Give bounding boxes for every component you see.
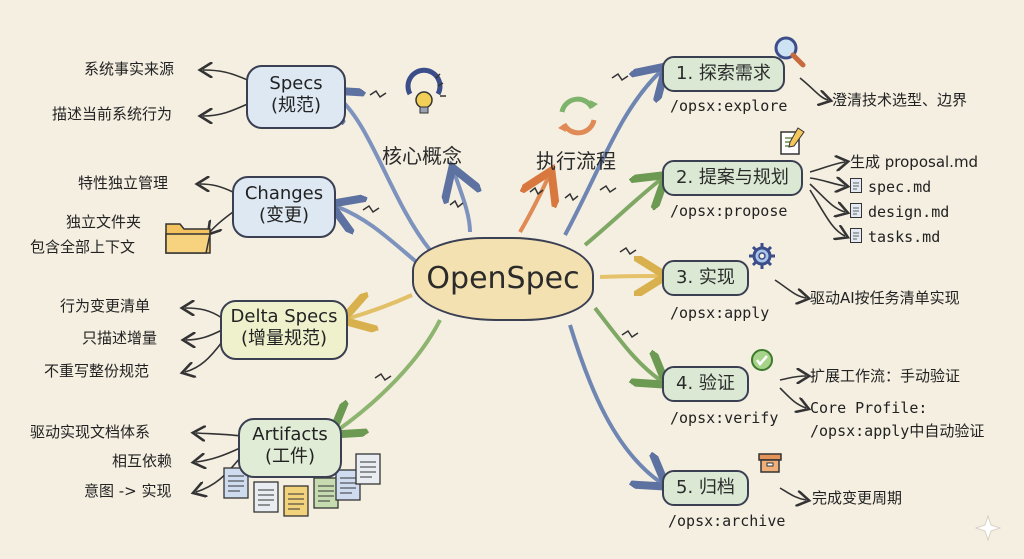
step-3-command: /opsx:apply (670, 304, 770, 322)
step-2-command: /opsx:propose (670, 202, 788, 220)
node-changes-subtitle: (变更) (258, 204, 310, 226)
changes-item-1: 特性独立管理 (78, 174, 169, 192)
step-5-command: /opsx:archive (668, 512, 786, 530)
node-specs-title: Specs (269, 73, 323, 94)
delta-item-1: 行为变更清单 (60, 297, 151, 315)
notepad-icon (780, 127, 805, 155)
step-4-command: /opsx:verify (670, 409, 779, 427)
link-center-step1 (563, 72, 660, 236)
lightbulb-icon (405, 67, 446, 114)
gear-icon (749, 243, 775, 269)
step-5-note-1: 完成变更周期 (812, 489, 903, 507)
changes-item-2: 独立文件夹 (66, 213, 142, 231)
delta-item-3: 不重写整份规范 (44, 362, 150, 380)
node-delta-specs: Delta Specs (增量规范) (220, 300, 348, 360)
delta-item-2: 只描述增量 (82, 329, 158, 347)
magnifier-icon (774, 36, 806, 68)
document-stack-icon (223, 453, 381, 517)
squiggle-decorations (362, 72, 639, 382)
link-center-step4 (593, 306, 660, 380)
file-icon (850, 228, 862, 247)
file-icon (850, 203, 862, 222)
step-3-apply: 3. 实现 (662, 260, 749, 296)
step-4-verify: 4. 验证 (662, 366, 749, 402)
node-changes: Changes (变更) (232, 176, 336, 238)
refresh-icon (558, 96, 598, 136)
step-1-command: /opsx:explore (670, 97, 788, 115)
node-artifacts-subtitle: (工件) (264, 445, 316, 467)
execution-flow-title: 执行流程 (536, 149, 616, 173)
step-5-archive: 5. 归档 (662, 470, 749, 506)
node-artifacts-title: Artifacts (252, 424, 328, 445)
link-center-changes (338, 207, 422, 267)
artifacts-item-2: 相互依赖 (112, 452, 173, 470)
folder-icon (165, 223, 211, 254)
center-node-openspec: OpenSpec (412, 237, 594, 321)
link-center-flow (518, 178, 548, 234)
node-artifacts: Artifacts (工件) (238, 418, 342, 478)
step-2-note-1: 生成 proposal.md (850, 153, 979, 171)
node-delta-title: Delta Specs (230, 306, 338, 327)
step-4-note-3: /opsx:apply中自动验证 (810, 422, 985, 440)
node-specs: Specs (规范) (246, 65, 346, 129)
step-1-note-1: 澄清技术选型、边界 (832, 91, 968, 109)
core-concepts-title: 核心概念 (382, 144, 462, 168)
specs-item-2: 描述当前系统行为 (52, 105, 173, 123)
link-center-artifacts (338, 319, 442, 430)
step-2-note-4: tasks.md (850, 228, 940, 247)
link-center-core (455, 175, 470, 233)
link-center-step5 (568, 324, 660, 482)
step-4-note-2: Core Profile: (810, 399, 928, 417)
changes-item-3: 包含全部上下文 (30, 238, 136, 256)
sparkle-icon (974, 514, 1002, 542)
link-center-specs (335, 95, 432, 252)
artifacts-item-1: 驱动实现文档体系 (30, 423, 151, 441)
link-center-step2 (583, 180, 660, 247)
archive-box-icon (758, 453, 782, 473)
step-2-note-3: design.md (850, 203, 949, 222)
step-3-note-1: 驱动AI按任务清单实现 (810, 289, 960, 307)
node-changes-title: Changes (244, 183, 324, 204)
node-delta-subtitle: (增量规范) (240, 327, 328, 349)
check-icon (751, 349, 773, 371)
file-icon (850, 178, 862, 197)
step-2-propose: 2. 提案与规划 (662, 160, 803, 196)
step-4-note-1: 扩展工作流：手动验证 (810, 367, 961, 385)
link-center-step3 (599, 276, 658, 277)
artifacts-item-3: 意图 -> 实现 (84, 482, 172, 500)
link-center-delta (350, 295, 413, 318)
node-specs-subtitle: (规范) (270, 94, 322, 116)
step-2-note-2: spec.md (850, 178, 931, 197)
specs-item-1: 系统事实来源 (84, 60, 175, 78)
step-1-explore: 1. 探索需求 (662, 56, 785, 92)
